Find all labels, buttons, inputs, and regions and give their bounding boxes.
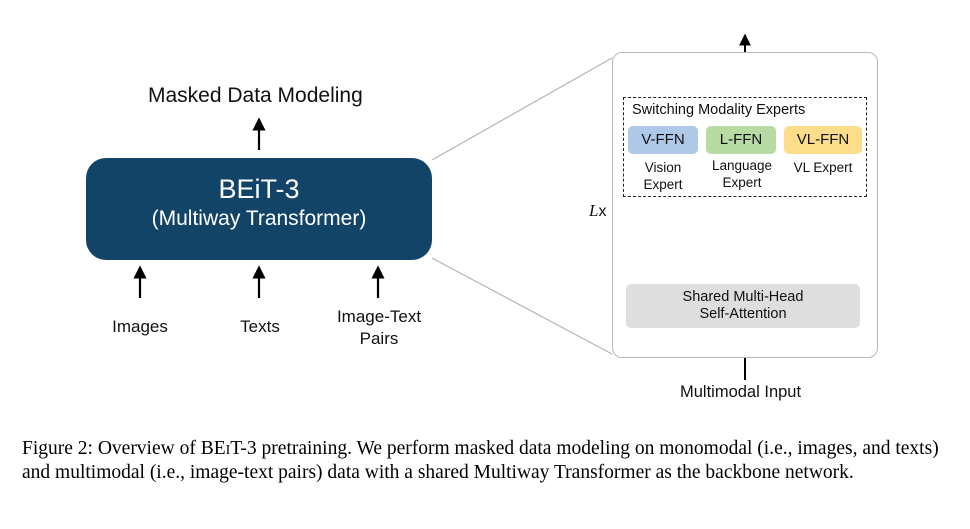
l-ffn-box: L-FFN (706, 126, 776, 154)
beit3-model-box: BEiT-3 (Multiway Transformer) (86, 158, 432, 260)
attention-line-2: Self-Attention (699, 306, 787, 322)
shared-attention-box: Shared Multi-Head Self-Attention (626, 284, 860, 328)
model-name: BEiT-3 (218, 174, 300, 204)
main-title: Masked Data Modeling (148, 84, 363, 107)
vision-expert-label: Vision Expert (643, 160, 683, 192)
language-expert-label: Language Expert (711, 158, 773, 190)
multimodal-input-label: Multimodal Input (680, 383, 802, 401)
vl-expert-label: VL Expert (793, 160, 853, 175)
zoom-line-bottom (431, 257, 613, 355)
model-subtitle: (Multiway Transformer) (151, 207, 367, 230)
input-images-label: Images (112, 317, 168, 336)
experts-dashed-box (623, 97, 867, 197)
figure-caption: Figure 2: Overview of BEiT-3 pretraining… (22, 438, 939, 483)
layer-count-label: Lx (589, 201, 607, 220)
attention-line-1: Shared Multi-Head (682, 289, 804, 305)
v-ffn-box: V-FFN (628, 126, 698, 154)
experts-title: Switching Modality Experts (632, 102, 806, 118)
zoom-line-top (431, 57, 613, 161)
vl-ffn-box: VL-FFN (784, 126, 862, 154)
input-texts-label: Texts (240, 317, 280, 336)
input-pairs-label: Image-Text Pairs (336, 307, 422, 348)
